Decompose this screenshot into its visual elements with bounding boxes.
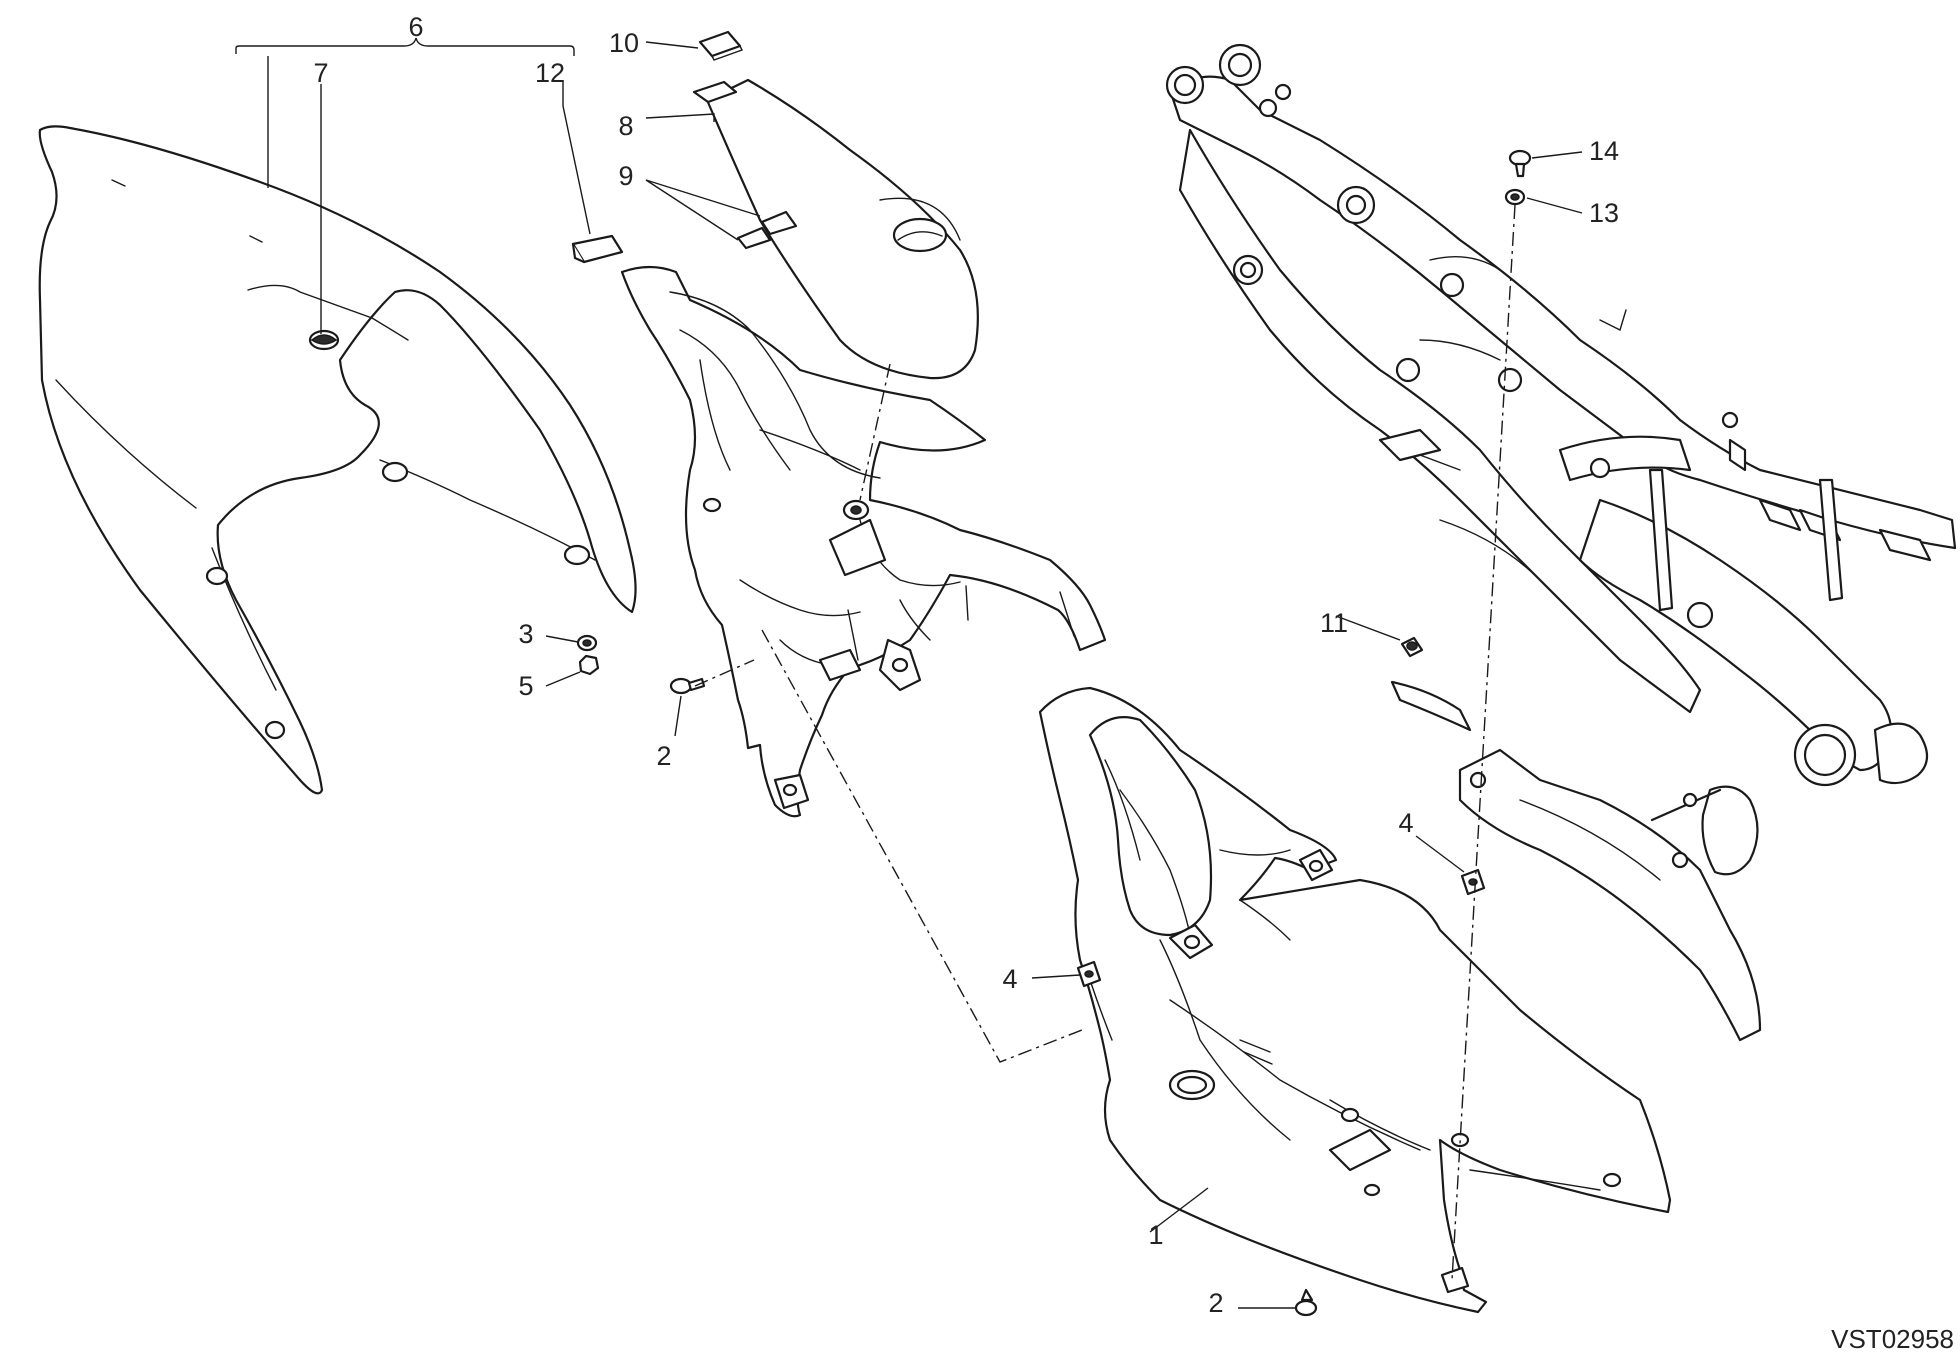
callout-9: 9 [618, 161, 633, 191]
pad-part-10 [698, 30, 743, 61]
bracket-part-11 [1390, 636, 1472, 732]
callout-1: 1 [1148, 1220, 1163, 1250]
callout-12: 12 [535, 58, 565, 88]
screw-part-2-upper [669, 677, 706, 695]
callout-6: 6 [408, 12, 423, 42]
screw-part-14 [1508, 149, 1532, 178]
callout-3: 3 [518, 619, 533, 649]
callout-2-lower: 2 [1208, 1288, 1223, 1318]
seat-cowl-part-8 [692, 78, 979, 380]
side-fairing-panel [38, 125, 637, 795]
callout-10: 10 [609, 28, 639, 58]
callout-labels: 6 7 12 10 8 9 3 5 2 4 1 2 11 4 13 14 VST… [313, 12, 1954, 1354]
drawing-code: VST02958 [1831, 1324, 1954, 1354]
screw-part-2-lower [1294, 1288, 1318, 1317]
callout-14: 14 [1589, 136, 1619, 166]
rear-subframe [1165, 43, 1957, 876]
pads-part-9 [736, 210, 798, 250]
callout-7: 7 [313, 58, 328, 88]
clip-nut-part-4-right [1460, 868, 1486, 896]
callout-4-right: 4 [1398, 808, 1413, 838]
clip-nut-part-4-left [1076, 960, 1102, 988]
callout-11: 11 [1320, 608, 1348, 638]
tail-support [620, 265, 1107, 818]
callout-5: 5 [518, 671, 533, 701]
bracket-right-lower [1458, 748, 1762, 1042]
callout-8: 8 [618, 111, 633, 141]
callout-13: 13 [1589, 198, 1619, 228]
callout-2-upper: 2 [656, 741, 671, 771]
callout-4-left: 4 [1002, 964, 1017, 994]
assembly-centerlines [694, 204, 1516, 1281]
undertail-part-1 [1038, 686, 1672, 1314]
washer-part-13 [1504, 188, 1526, 206]
washer-part-3 [576, 634, 598, 652]
nut-part-5 [578, 654, 600, 676]
leader-lines [235, 37, 1583, 1309]
clip-part-12 [571, 234, 624, 264]
